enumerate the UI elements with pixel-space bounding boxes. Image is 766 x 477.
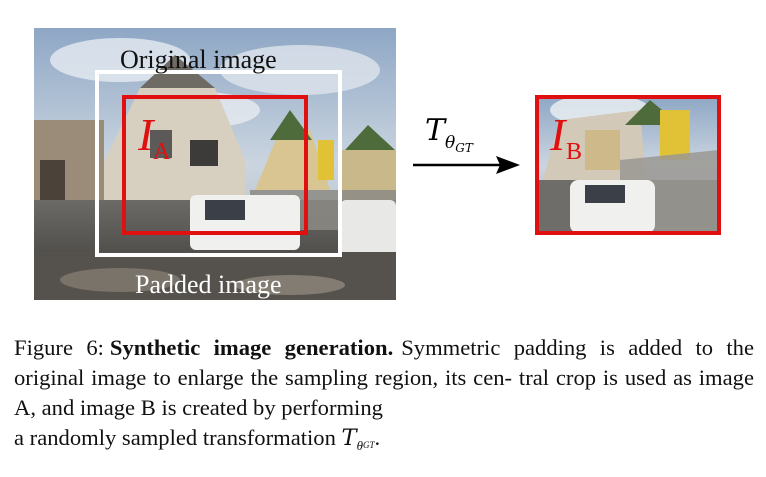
padded-image-label: Padded image bbox=[135, 270, 282, 299]
label-a-letter: I bbox=[137, 109, 156, 160]
label-a-sub: A bbox=[153, 139, 171, 165]
caption-symbol-subsub: GT bbox=[363, 440, 375, 450]
crop-box-a bbox=[122, 95, 308, 235]
caption-line2: added to the original image to enlarge t… bbox=[14, 335, 754, 390]
caption-line3: tral crop is used as image A, and image … bbox=[14, 365, 754, 420]
caption-figure-label: Figure 6: bbox=[14, 335, 104, 360]
caption-symbol-sub: θ bbox=[356, 438, 363, 453]
transform-arrow-head bbox=[496, 156, 520, 174]
label-b-sub: B bbox=[566, 139, 582, 165]
caption-title: Synthetic image generation. bbox=[109, 335, 394, 360]
label-b-letter: I bbox=[549, 109, 568, 160]
original-image-box bbox=[95, 70, 342, 257]
figure-illustration: I A Original image Padded image TθGT I B bbox=[34, 28, 721, 300]
caption-end-punct: . bbox=[374, 425, 381, 450]
caption-line4-wrap: a randomly sampled transformation TθGT. bbox=[14, 423, 754, 461]
caption-line1: Symmetric padding is bbox=[401, 335, 615, 360]
transform-symbol: TθGT bbox=[425, 113, 474, 155]
caption-line4: a randomly sampled transformation bbox=[14, 425, 336, 450]
image-b-box bbox=[535, 95, 721, 235]
original-image-label: Original image bbox=[120, 45, 277, 74]
caption-symbol: T bbox=[341, 425, 357, 451]
figure-caption: Figure 6:Synthetic image generation. Symm… bbox=[14, 333, 754, 461]
image-b-photo bbox=[537, 97, 719, 233]
